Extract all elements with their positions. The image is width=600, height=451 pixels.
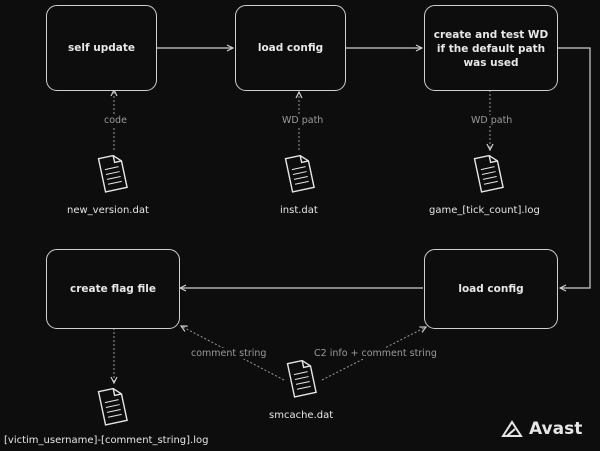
- node-load-config-bottom: load config: [424, 249, 558, 329]
- file-label-inst: inst.dat: [280, 205, 318, 216]
- node-create-flag-file-label: create flag file: [70, 282, 156, 295]
- arrow-create-wd-to-load-config: [558, 47, 591, 288]
- file-icon-game-log: [473, 154, 504, 193]
- file-icon-new-version: [97, 154, 128, 193]
- node-self-update: self update: [46, 5, 157, 91]
- node-self-update-label: self update: [68, 41, 135, 54]
- arrow-c2-info: [321, 327, 426, 381]
- edge-label-wd-path-1: WD path: [280, 115, 326, 126]
- node-create-test-wd: create and test WD if the default path w…: [424, 5, 558, 91]
- edge-label-wd-path-2: WD path: [469, 115, 515, 126]
- node-load-config-top-label: load config: [257, 41, 324, 54]
- edge-label-code: code: [102, 115, 129, 126]
- edge-label-c2-info: C2 info + comment string: [312, 348, 439, 359]
- file-icon-smcache: [286, 359, 317, 398]
- file-icon-victim-log: [97, 387, 128, 426]
- node-load-config-bottom-label: load config: [458, 282, 524, 295]
- avast-logo-text: Avast: [529, 419, 583, 439]
- file-icon-inst: [284, 154, 315, 193]
- avast-logo: Avast: [501, 419, 582, 439]
- file-label-new-version: new_version.dat: [67, 205, 149, 216]
- avast-logo-icon: [501, 420, 523, 437]
- edge-label-comment-string: comment string: [189, 348, 269, 359]
- arrow-comment-string: [181, 326, 285, 381]
- file-label-smcache: smcache.dat: [269, 410, 334, 421]
- node-create-flag-file: create flag file: [46, 249, 180, 329]
- file-label-victim-log: [victim_username]-[comment_string].log: [4, 435, 209, 446]
- file-label-game-log: game_[tick_count].log: [429, 205, 540, 216]
- node-load-config-top: load config: [235, 5, 346, 91]
- node-create-test-wd-label: create and test WD if the default path w…: [433, 29, 549, 70]
